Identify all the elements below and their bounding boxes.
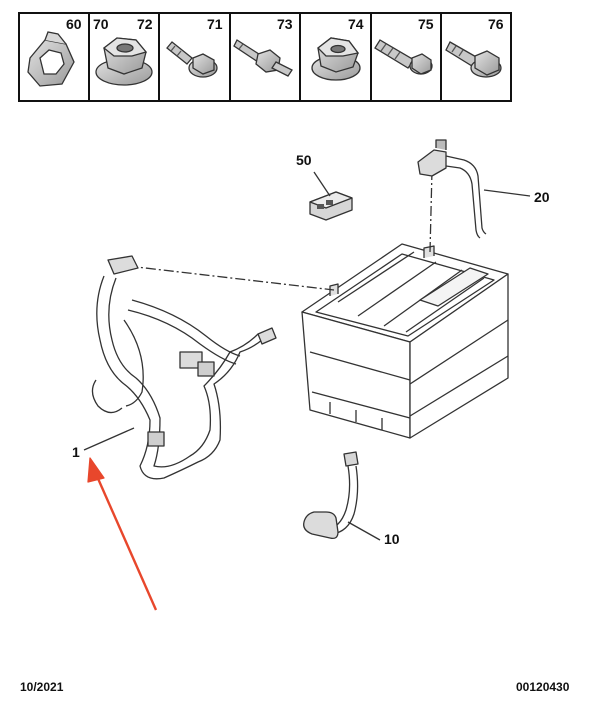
label-part-73: 73 bbox=[277, 16, 293, 32]
flange-nut-small-icon bbox=[311, 37, 361, 81]
flange-bolt-icon bbox=[166, 41, 218, 78]
red-arrow-indicator bbox=[87, 457, 158, 611]
negative-cable-part bbox=[303, 451, 359, 540]
callout-1: 1 bbox=[72, 444, 80, 460]
label-part-72: 72 bbox=[137, 16, 153, 32]
label-part-76: 76 bbox=[488, 16, 504, 32]
leader-cover bbox=[313, 171, 331, 197]
footer-reference: 00120430 bbox=[516, 680, 570, 694]
label-part-71: 71 bbox=[207, 16, 223, 32]
callout-10: 10 bbox=[384, 531, 400, 547]
label-part-74: 74 bbox=[348, 16, 364, 32]
positive-terminal-cable-part bbox=[417, 139, 487, 239]
label-part-75: 75 bbox=[418, 16, 434, 32]
callout-20: 20 bbox=[534, 189, 550, 205]
battery-part bbox=[301, 243, 509, 439]
terminal-cover-part bbox=[309, 191, 353, 221]
label-part-70: 70 bbox=[93, 16, 109, 32]
assembly-guide-lines bbox=[127, 169, 433, 291]
threaded-screw-icon bbox=[374, 39, 433, 75]
label-part-60: 60 bbox=[66, 16, 82, 32]
leader-negative bbox=[347, 521, 381, 541]
wiring-harness-part bbox=[91, 255, 277, 480]
footer-date: 10/2021 bbox=[20, 680, 64, 694]
hex-bolt-icon bbox=[445, 41, 502, 78]
clip-part-icon bbox=[27, 31, 75, 87]
flange-nut-large-icon bbox=[95, 37, 153, 86]
parts-header-table: 60 70 72 71 73 74 75 76 bbox=[18, 12, 512, 102]
leader-positive bbox=[483, 189, 531, 197]
leader-harness bbox=[83, 427, 135, 451]
stud-bolt-icon bbox=[233, 39, 293, 77]
assembly-drawing bbox=[83, 139, 531, 611]
callout-50: 50 bbox=[296, 152, 312, 168]
